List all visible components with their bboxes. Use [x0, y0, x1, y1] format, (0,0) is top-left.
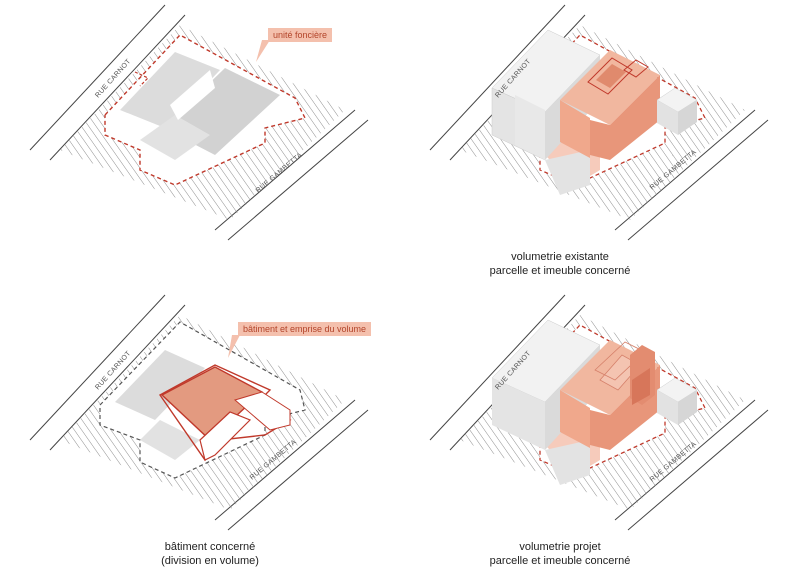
caption-line: volumetrie projet: [519, 541, 601, 553]
street-edge-line: [429, 294, 566, 441]
callout-batiment-emprise: bâtiment et emprise du volume: [238, 322, 372, 336]
building-annex: [199, 411, 252, 461]
existing-volume-detail: [587, 57, 633, 95]
annex-facade: [678, 100, 697, 135]
street-edge-line: [627, 409, 769, 531]
parcel-boundary: [104, 34, 307, 186]
caption-bottom-left: bâtiment concerné (division en volume): [120, 540, 300, 568]
building-block: [140, 420, 200, 460]
building-wing: [545, 150, 590, 195]
annex-facade: [657, 390, 678, 425]
caption-line: parcelle et imeuble concerné: [489, 555, 631, 567]
building-wing: [515, 95, 545, 160]
existing-volume-facade: [590, 75, 660, 160]
street-edge-line: [49, 304, 186, 451]
courtyard: [170, 70, 215, 120]
caption-line: volumetrie existante: [511, 251, 609, 263]
caption-top-right: volumetrie existante parcelle et imeuble…: [470, 250, 650, 278]
caption-bottom-right: volumetrie projet parcelle et imeuble co…: [470, 540, 650, 568]
project-volume-facade: [560, 390, 590, 448]
parcel-boundary: [134, 71, 150, 87]
street-edge-line: [29, 4, 166, 151]
callout-pointer: [256, 40, 270, 62]
existing-volume-facade: [560, 100, 590, 158]
panel-bottom-right: RUE CARNOT RUE GAMBETTA: [429, 294, 769, 531]
building-block: [115, 350, 205, 420]
callout-pointer: [228, 335, 240, 358]
building-block: [120, 52, 220, 128]
annex-facade: [678, 390, 697, 425]
annex-facade: [657, 100, 678, 135]
building-facade: [492, 378, 545, 450]
street-edge-line: [49, 14, 186, 161]
street-edge-line: [627, 119, 769, 241]
building-wing: [545, 440, 590, 485]
street-edge-line: [227, 119, 369, 241]
caption-line: (division en volume): [161, 555, 259, 567]
existing-volume-detail: [623, 59, 649, 78]
caption-line: parcelle et imeuble concerné: [489, 265, 631, 277]
street-edge-line: [227, 409, 369, 531]
street-edge-line: [429, 4, 566, 151]
panel-bottom-left: RUE CARNOT RUE GAMBETTA: [29, 294, 369, 531]
caption-line: bâtiment concerné: [164, 541, 256, 553]
project-volume-tower: [632, 368, 650, 405]
callout-unite-fonciere: unité foncière: [268, 28, 333, 42]
existing-volume-detail: [596, 64, 626, 88]
building-block: [140, 115, 210, 160]
panel-top-right: RUE CARNOT RUE GAMBETTA: [429, 4, 769, 241]
building-annex: [233, 391, 291, 431]
street-edge-line: [29, 294, 166, 441]
